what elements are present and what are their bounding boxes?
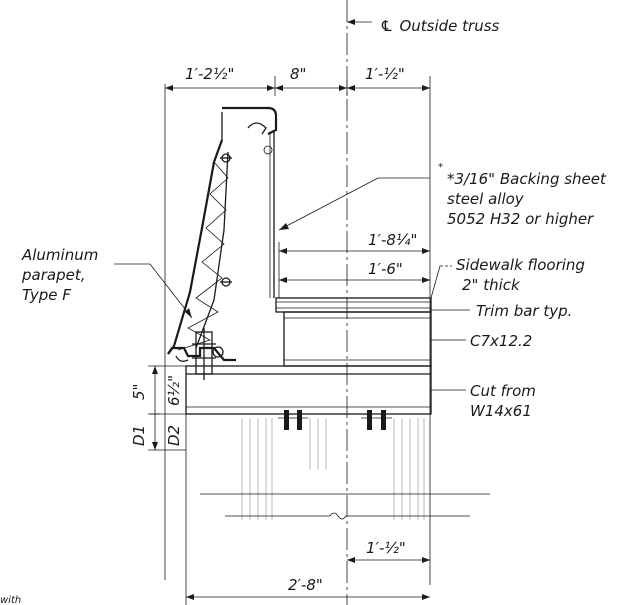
cut-note-2: W14x61 — [470, 402, 532, 420]
dim-top-mid: 8" — [290, 65, 306, 83]
dim-overall: 2′-8" — [288, 576, 323, 594]
flooring-note-1: Sidewalk flooring — [456, 256, 585, 274]
truss-chord — [200, 418, 490, 520]
centerline-label: ℄Outside truss — [380, 17, 500, 35]
parapet-note-3: Type F — [22, 286, 71, 304]
top-dimension-chain — [164, 76, 431, 585]
aluminum-parapet — [167, 106, 278, 380]
backing-sheet-note-3: 5052 H32 or higher — [447, 210, 594, 228]
centerline — [346, 0, 372, 605]
channel-note: C7x12.2 — [470, 332, 532, 350]
dim-bottom-right: 1′-½" — [366, 539, 406, 557]
dim-depth-b: 6½" — [165, 375, 183, 406]
dim-d1: D1 — [130, 425, 148, 446]
cropped-text-fragment: with — [0, 595, 21, 605]
trim-bar-note: Trim bar typ. — [476, 302, 572, 320]
depth-dimensions — [148, 365, 186, 451]
bottom-right-dimension — [347, 557, 430, 563]
backing-sheet-note-1: *3/16" Backing sheet — [447, 170, 607, 188]
backing-sheet-note-2: steel alloy — [447, 190, 525, 208]
dim-top-left: 1′-2½" — [185, 65, 234, 83]
dim-depth-a: 5" — [130, 384, 148, 400]
flange-bolts — [278, 410, 392, 430]
dim-top-right: 1′-½" — [365, 65, 405, 83]
backing-sheet-asterisk: * — [438, 162, 443, 173]
cut-note-1: Cut from — [470, 382, 536, 400]
dim-flooring-width: 1′-6" — [368, 260, 403, 278]
parapet-note-2: parapet, — [21, 266, 85, 284]
dim-d2: D2 — [165, 425, 183, 446]
width-dimensions — [278, 242, 430, 298]
parapet-leader — [114, 263, 193, 319]
overall-dimension — [185, 414, 430, 605]
channel-c7 — [283, 311, 466, 367]
cut-beam — [185, 365, 466, 415]
dim-backing-width: 1′-8¼" — [368, 231, 417, 249]
backing-sheet-leader — [278, 177, 430, 231]
parapet-note-1: Aluminum — [21, 246, 98, 264]
flooring-note-2: 2" thick — [462, 276, 521, 294]
